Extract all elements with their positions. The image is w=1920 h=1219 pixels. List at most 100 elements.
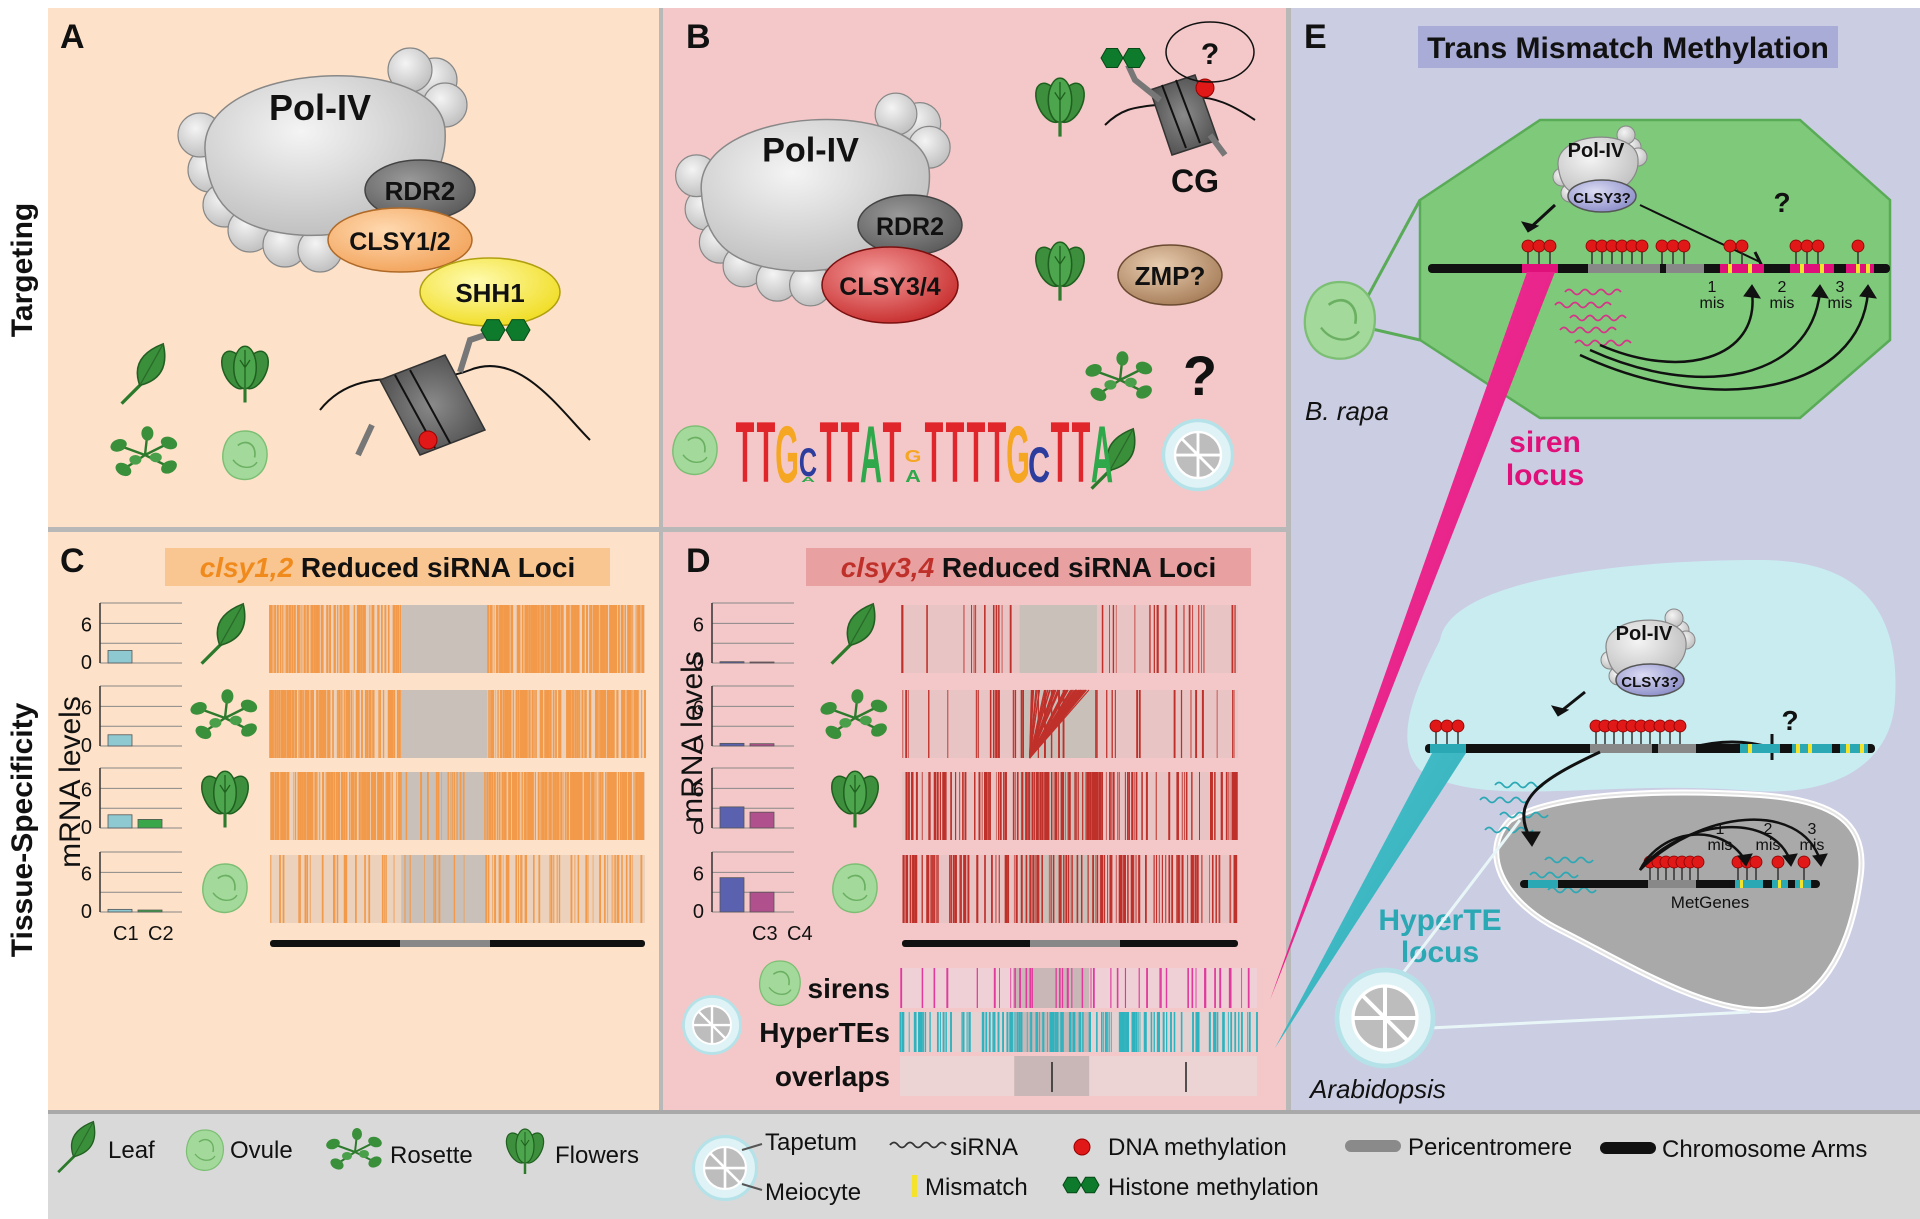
legend-histone-icon — [1062, 1176, 1082, 1194]
panel-c-ytick: 0 — [81, 817, 92, 839]
siren-wedge — [1270, 272, 1555, 1000]
histone-methyl-mark — [480, 319, 506, 341]
panel-c-ytick: 0 — [81, 652, 92, 674]
dna-methyl-mark — [1811, 239, 1825, 253]
heatmap-pericentromere — [401, 855, 488, 923]
clsy3-e2 — [1615, 663, 1685, 697]
panel-d-xlabel: C4 — [787, 923, 813, 945]
target-arrow-e1 — [1589, 291, 1822, 378]
panel-c-ytick: 6 — [81, 614, 92, 636]
mismatch-mark — [1846, 744, 1850, 753]
unknown-question: ? — [1183, 344, 1217, 407]
col-divider-1 — [659, 8, 663, 1110]
mismatch-count: 2 — [1778, 279, 1787, 296]
cg-label: CG — [1171, 163, 1219, 199]
arrow-e1 — [1528, 203, 1557, 230]
b-rapa-ovule-icon — [1303, 280, 1377, 361]
arrowhead — [1812, 853, 1828, 867]
heatmap-pericentromere — [401, 690, 488, 758]
heatmap-locus — [1029, 689, 1055, 759]
motif-letter: T — [883, 405, 902, 501]
mismatch-word: mis — [1756, 837, 1781, 854]
sirna-squiggle-e2 — [1479, 796, 1529, 804]
panel-c-ytick: 6 — [81, 863, 92, 885]
legend-pericentromere-icon — [1345, 1140, 1401, 1152]
panel-d-bar — [719, 661, 745, 664]
dna-methyl-mark — [1440, 719, 1454, 733]
dna-methyl-mark — [1789, 239, 1803, 253]
sirna-squiggle-e2 — [1494, 781, 1544, 789]
panel-e-title: Trans Mismatch Methylation — [1427, 32, 1829, 65]
rdr2-label-b: RDR2 — [876, 213, 944, 241]
row-label-targeting: Targeting — [6, 203, 39, 337]
legend-pericentromere: Pericentromere — [1408, 1134, 1572, 1161]
mismatch-mark — [1820, 264, 1824, 273]
sirens-row-pericentromere — [1014, 968, 1090, 1008]
legend-leaf: Leaf — [108, 1137, 155, 1164]
mismatch-count: 2 — [1764, 821, 1773, 838]
mismatch-mark — [1796, 744, 1800, 753]
clsy3-e1 — [1567, 179, 1637, 213]
mismatch-word: mis — [1708, 837, 1733, 854]
pericentromere-e1 — [1588, 264, 1660, 273]
heatmap-locus — [1029, 689, 1077, 759]
target-arrow-e3 — [1639, 825, 1792, 871]
tapetum-icon — [682, 995, 742, 1055]
panel-d-ytick: 0 — [693, 901, 704, 923]
dna-methyl-mark — [1723, 239, 1737, 253]
reader-bubble — [1165, 21, 1255, 83]
siren-locus-e1 — [1522, 264, 1558, 273]
motif-letter: G — [1006, 409, 1030, 499]
dna-strand-a — [319, 365, 591, 441]
arrowhead-e1 — [1811, 284, 1829, 299]
panel-c-title-box — [165, 548, 610, 586]
mismatch-count: 3 — [1808, 821, 1817, 838]
panel-d-bar — [719, 806, 745, 829]
clsy3-label-e2: CLSY3? — [1621, 674, 1679, 691]
hyperte-locus-e2 — [1840, 744, 1868, 753]
panel-c-ytick: 0 — [81, 901, 92, 923]
heatmap-pericentromere — [1019, 605, 1097, 673]
mismatch-mark — [1800, 264, 1804, 273]
zmp-label: ZMP? — [1135, 261, 1206, 291]
arabidopsis-label: Arabidopsis — [1308, 1074, 1446, 1104]
clsy12 — [327, 207, 473, 273]
pol-iv-label-e1: Pol-IV — [1568, 140, 1625, 162]
siren-locus-label: siren — [1509, 426, 1581, 459]
hypertes-label: HyperTEs — [759, 1017, 890, 1048]
panel-c-bar — [137, 909, 163, 913]
clsy12-label: CLSY1/2 — [349, 228, 450, 256]
nucleosome-a — [378, 354, 487, 456]
ovule-icon — [671, 425, 718, 476]
mismatch-mark — [1748, 264, 1752, 273]
zmp — [1117, 244, 1223, 306]
question-e1: ? — [1773, 187, 1790, 218]
ovule-icon — [201, 863, 248, 914]
mismatch-mark — [1728, 264, 1732, 273]
dna-methyl-mark — [1532, 239, 1546, 253]
mismatch-word: mis — [1800, 837, 1825, 854]
panel-d-ytick: 0 — [693, 817, 704, 839]
panel-c-bar — [107, 814, 133, 829]
clsy34-label: CLSY3/4 — [839, 273, 941, 301]
dna-methyl-mark — [1749, 855, 1763, 869]
heatmap-pericentromere — [401, 605, 488, 673]
motif-letter: G — [905, 447, 922, 467]
panel-c-xlabel: C2 — [148, 923, 174, 945]
ovule-icon — [831, 863, 878, 914]
ovule-icon — [758, 960, 801, 1007]
pericentromere-e2 — [1590, 744, 1652, 753]
target-arrow-e1 — [1579, 291, 1870, 391]
sirna-squiggle-e1 — [1569, 314, 1627, 322]
meiocyte-outline — [1495, 791, 1863, 1012]
hyperte-locus-label: HyperTE — [1378, 904, 1501, 937]
pericentromere-e1 — [1666, 264, 1704, 273]
overlaps-label: overlaps — [775, 1061, 890, 1092]
shh1-label: SHH1 — [455, 278, 524, 308]
legend-tapetum: Tapetum — [765, 1129, 857, 1156]
col-divider-2 — [1286, 8, 1291, 1110]
sirna-squiggle-e2 — [1547, 886, 1597, 894]
heatmap-locus — [1029, 689, 1086, 759]
